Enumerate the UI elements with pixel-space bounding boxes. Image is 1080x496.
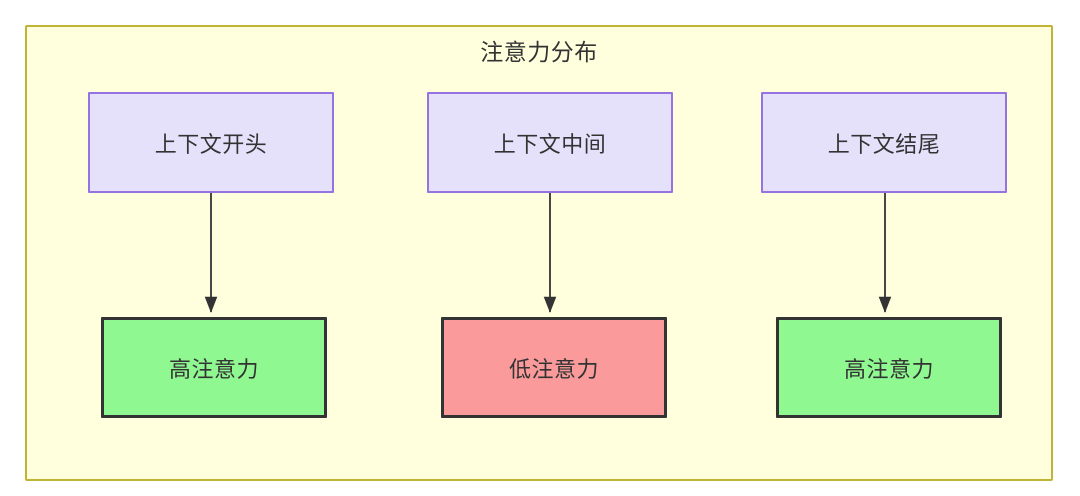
node-context-start[interactable]: 上下文开头 bbox=[88, 92, 334, 193]
node-context-end[interactable]: 上下文结尾 bbox=[761, 92, 1007, 193]
node-label: 上下文中间 bbox=[493, 131, 607, 157]
node-label: 上下文结尾 bbox=[827, 131, 941, 157]
node-attention-end[interactable]: 高注意力 bbox=[776, 317, 1002, 418]
node-label: 上下文开头 bbox=[154, 131, 268, 157]
node-label: 高注意力 bbox=[843, 356, 934, 382]
node-attention-start[interactable]: 高注意力 bbox=[101, 317, 327, 418]
node-attention-middle[interactable]: 低注意力 bbox=[441, 317, 667, 418]
node-label: 低注意力 bbox=[508, 356, 599, 382]
node-label: 高注意力 bbox=[168, 356, 259, 382]
node-context-middle[interactable]: 上下文中间 bbox=[427, 92, 673, 193]
group-title: 注意力分布 bbox=[480, 39, 598, 65]
